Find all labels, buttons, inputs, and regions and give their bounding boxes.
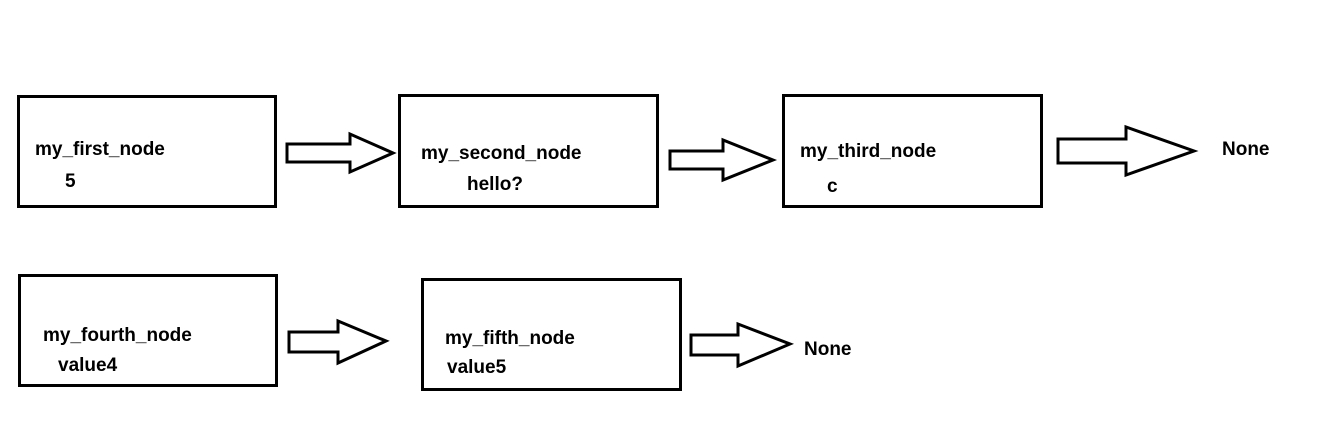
node-name: my_fourth_node bbox=[43, 325, 192, 346]
arrow-icon bbox=[668, 137, 778, 183]
arrow-icon bbox=[689, 321, 795, 369]
node-box-1: my_first_node 5 bbox=[17, 95, 277, 208]
arrow-icon bbox=[287, 318, 390, 366]
node-box-3: my_third_node c bbox=[782, 94, 1043, 208]
arrow-icon bbox=[285, 131, 397, 175]
node-name: my_third_node bbox=[800, 141, 937, 162]
terminal-none: None bbox=[1222, 139, 1270, 160]
node-value: value4 bbox=[58, 355, 118, 376]
terminal-none: None bbox=[804, 339, 852, 360]
arrow-icon bbox=[1056, 124, 1199, 178]
node-value: hello? bbox=[467, 174, 523, 195]
node-value: c bbox=[827, 176, 838, 197]
node-name: my_first_node bbox=[35, 139, 165, 160]
node-name: my_second_node bbox=[421, 143, 582, 164]
node-value: 5 bbox=[65, 171, 76, 192]
node-name: my_fifth_node bbox=[445, 328, 575, 349]
node-box-5: my_fifth_node value5 bbox=[421, 278, 682, 391]
node-box-4: my_fourth_node value4 bbox=[18, 274, 278, 387]
node-value: value5 bbox=[447, 357, 507, 378]
node-box-2: my_second_node hello? bbox=[398, 94, 659, 208]
